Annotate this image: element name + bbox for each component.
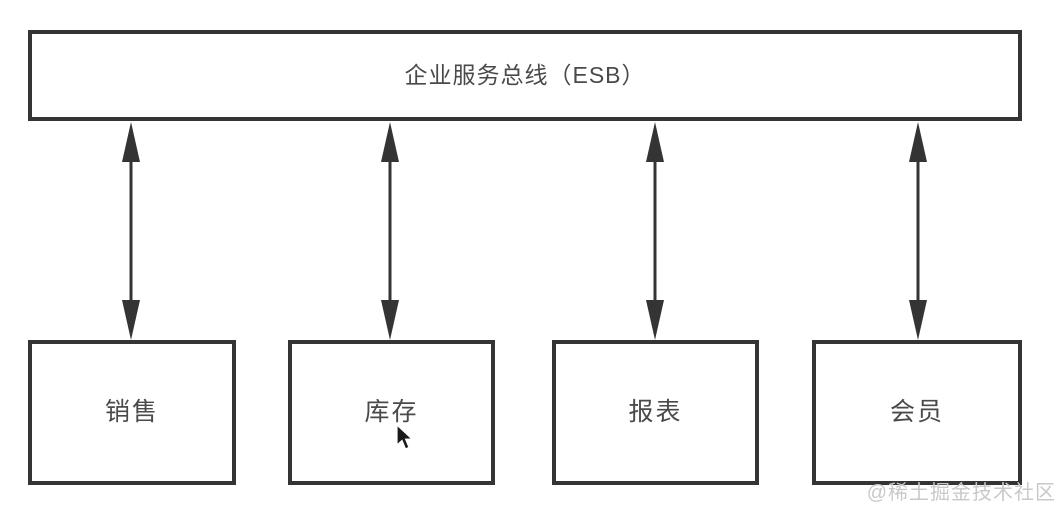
connector-esb-sales (119, 122, 143, 340)
node-report[interactable]: 报表 (552, 340, 759, 485)
node-sales-label: 销售 (104, 398, 159, 426)
connector-esb-report (643, 122, 667, 340)
connector-esb-stock (378, 122, 402, 340)
node-sales[interactable]: 销售 (28, 340, 236, 485)
node-stock-label: 库存 (364, 398, 419, 426)
double-arrow-icon (122, 122, 140, 340)
node-report-label: 报表 (628, 398, 683, 426)
double-arrow-icon (381, 122, 399, 340)
double-arrow-icon (909, 122, 927, 340)
node-esb[interactable]: 企业服务总线（ESB） (28, 30, 1022, 121)
node-member-label: 会员 (889, 398, 944, 426)
connector-esb-member (906, 122, 930, 340)
node-member[interactable]: 会员 (812, 340, 1022, 485)
double-arrow-icon (646, 122, 664, 340)
node-stock[interactable]: 库存 (288, 340, 495, 485)
node-esb-label: 企业服务总线（ESB） (404, 62, 646, 88)
